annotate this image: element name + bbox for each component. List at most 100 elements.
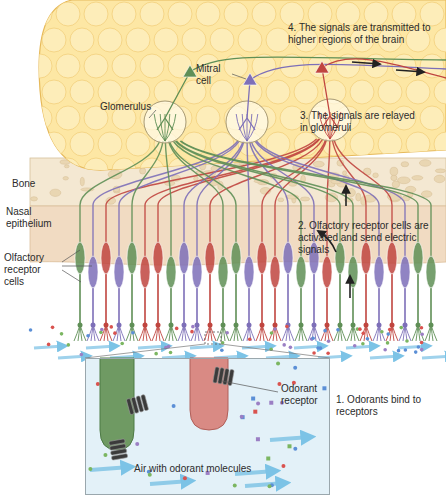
bulb-cell	[350, 132, 374, 156]
cilium	[152, 325, 158, 341]
bulb-cell	[84, 158, 108, 182]
cilium	[230, 325, 236, 341]
green-cilium	[100, 358, 134, 450]
odorant-molecule	[80, 353, 84, 357]
cilium	[158, 325, 164, 341]
odorant-receptors	[109, 367, 234, 460]
glomerulus-branch	[236, 114, 247, 141]
dendrite-knob	[143, 323, 148, 328]
dendrite-knob	[429, 323, 434, 328]
odorant-molecule	[269, 401, 273, 405]
olfactory-receptor-cell	[114, 256, 124, 288]
cilium	[100, 325, 106, 341]
airflow-arrow	[346, 346, 376, 348]
part-label: Glomerulus	[100, 101, 160, 113]
odorant-molecule	[190, 330, 194, 334]
odorant-molecule	[277, 382, 281, 386]
olfactory-receptor-cell	[127, 242, 137, 274]
cilium	[301, 325, 307, 341]
odorant-receptor	[126, 394, 148, 414]
airflow-arrow	[370, 356, 400, 358]
odorant-molecule	[361, 342, 365, 346]
odorant-molecule	[366, 337, 370, 341]
leader-line	[222, 381, 278, 392]
olfactory-receptor-cell	[322, 256, 332, 288]
olfactory-receptor-cell	[426, 256, 436, 288]
bulb-cell	[294, 80, 318, 104]
bone-pore	[140, 168, 146, 174]
bulb-cell	[420, 158, 444, 182]
cilium	[288, 325, 294, 341]
cilium	[275, 325, 281, 341]
airflow-arrow	[34, 346, 64, 348]
odorant-molecule	[29, 328, 33, 332]
olfactory-receptor-cell	[140, 256, 150, 288]
bulb-cell	[266, 28, 290, 52]
odorant-molecule	[404, 348, 408, 352]
cilium	[139, 325, 145, 341]
bulb-cell	[28, 2, 52, 26]
dendrite-knob	[234, 323, 239, 328]
cilium	[334, 325, 340, 341]
zoom-frame	[205, 332, 221, 344]
odorant-molecule	[420, 333, 424, 337]
bulb-cell	[196, 106, 220, 130]
odorant-molecule	[417, 345, 421, 349]
odorant-molecule	[135, 442, 139, 446]
odorant-molecule	[172, 404, 176, 408]
bulb-cell	[252, 2, 276, 26]
signal-arrow	[396, 70, 424, 72]
dendrite-knob	[182, 323, 187, 328]
dendrite-knob	[273, 323, 278, 328]
olfactory-receptor-cell	[387, 242, 397, 274]
olfactory-receptor-cell	[166, 256, 176, 288]
odorant-molecule	[311, 336, 315, 340]
airflow-arrow	[150, 481, 190, 484]
odorant-molecule	[169, 351, 173, 355]
cilium	[392, 325, 398, 341]
bone-pore	[313, 161, 324, 167]
olfactory-receptor-cell	[231, 242, 241, 274]
odorant-molecule	[47, 343, 51, 347]
bone-pore	[194, 176, 199, 180]
glomerulus-branch	[247, 114, 258, 141]
odorant-molecule	[312, 351, 316, 355]
airflow-arrow	[138, 346, 168, 348]
cilium	[217, 325, 223, 341]
bone-pore	[64, 165, 69, 168]
bone-pore	[421, 191, 432, 197]
receptor-axon	[249, 141, 288, 242]
leader-line	[62, 270, 81, 282]
olfactory-receptor-cell	[101, 242, 111, 274]
cilium	[340, 325, 346, 341]
olfactory-receptor-cell	[296, 256, 306, 288]
bone-pore	[31, 197, 38, 201]
odorant-molecule	[220, 348, 224, 352]
odorant-molecule	[420, 348, 424, 352]
glomerulus-branch	[165, 114, 176, 141]
receptor-dendrite	[287, 274, 289, 325]
bulb-cell	[140, 54, 164, 78]
cilium	[327, 325, 333, 341]
airflow-arrow	[190, 346, 220, 348]
dendrite-knob	[156, 323, 161, 328]
receptor-dendrite	[300, 288, 302, 325]
odorant-molecule	[270, 331, 274, 335]
olfactory-receptor-cell	[400, 256, 410, 288]
cilium	[321, 325, 327, 341]
bone-pore	[435, 169, 445, 173]
olfactory-receptor-cell	[75, 242, 85, 274]
odorant-molecule	[293, 366, 297, 370]
bulb-cell	[266, 132, 290, 156]
cilium	[295, 325, 301, 341]
receptor-dendrite	[391, 274, 393, 325]
bone-pore	[373, 173, 379, 178]
olfactory-receptor-cell	[192, 256, 202, 288]
odorant-molecule	[109, 325, 113, 329]
bulb-cell	[350, 80, 374, 104]
odorant-molecule	[103, 453, 107, 457]
olfactory-receptor-cell	[335, 242, 345, 274]
dendrite-knob	[260, 323, 265, 328]
dendrite-knob	[208, 323, 213, 328]
